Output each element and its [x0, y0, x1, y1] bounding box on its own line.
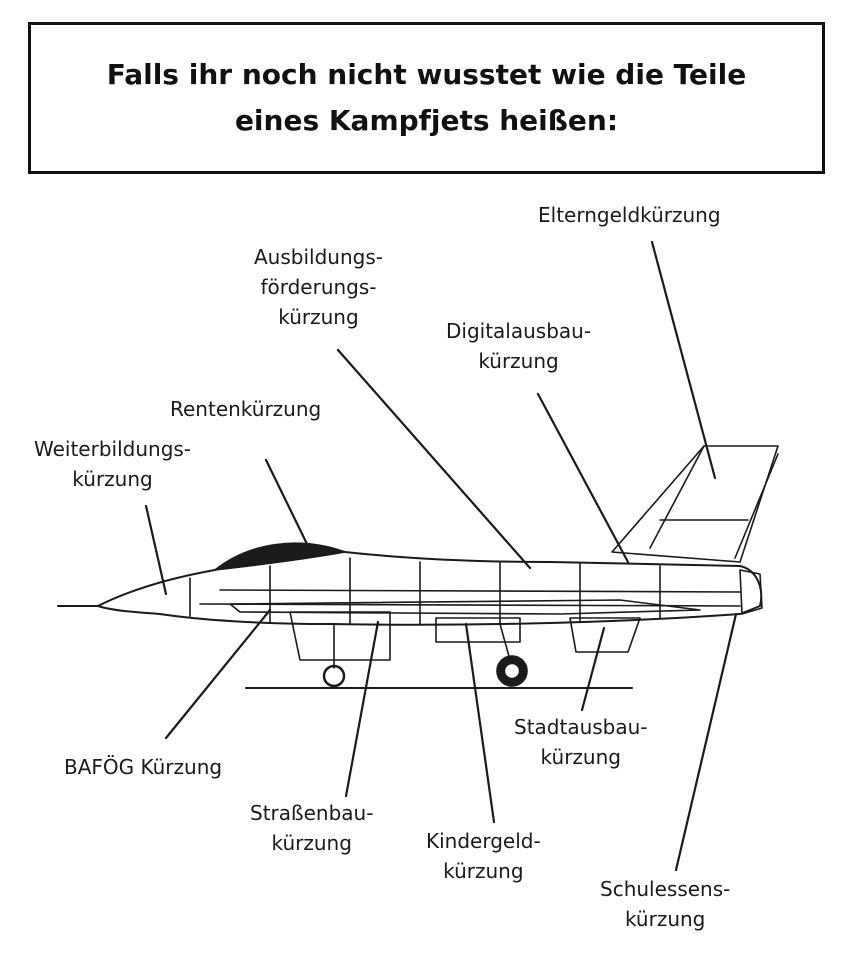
leader-lines — [144, 240, 738, 872]
main-wheel-hub — [505, 664, 519, 678]
wing — [229, 599, 701, 615]
label-kindergeld: Kindergeld- kürzung — [426, 826, 541, 886]
panel-line-9 — [199, 603, 741, 607]
leader-bafoeg — [164, 608, 272, 740]
label-line: kürzung — [443, 859, 524, 883]
label-line: kürzung — [540, 745, 621, 769]
label-line: Ausbildungs- — [254, 245, 383, 269]
label-line: kürzung — [478, 349, 559, 373]
tail-fin — [611, 445, 779, 563]
fighter-jet-drawing — [57, 445, 779, 689]
leader-digitalausbau — [536, 392, 630, 564]
leader-stadtausbau — [580, 626, 606, 712]
label-ausbildung: Ausbildungs- förderungs- kürzung — [254, 242, 383, 332]
leader-strassenbau — [344, 620, 380, 798]
engine-nozzle — [739, 569, 763, 615]
leader-rente — [264, 458, 310, 548]
title-line-2: eines Kampfjets heißen: — [234, 104, 619, 137]
label-line: kürzung — [624, 907, 706, 931]
title-line-1: Falls ihr noch nicht wusstet wie die Tei… — [106, 58, 747, 91]
label-strassenbau: Straßenbau- kürzung — [250, 798, 373, 858]
leader-ausbildung — [336, 348, 532, 570]
label-elterngeld: Elterngeldkürzung — [538, 200, 721, 230]
main-gear-strut — [499, 623, 511, 661]
leader-weiterbildung — [144, 504, 168, 596]
label-rente: Rentenkürzung — [170, 394, 321, 424]
label-weiterbildung: Weiterbildungs- kürzung — [34, 434, 191, 494]
canopy — [214, 542, 346, 571]
leader-elterngeld — [650, 240, 717, 480]
panel-line-8 — [219, 589, 741, 593]
label-line: kürzung — [278, 305, 359, 329]
label-line: Stadtausbau- — [514, 715, 648, 739]
title-box: Falls ihr noch nicht wusstet wie die Tei… — [28, 22, 825, 174]
tail-fin-line-1 — [649, 445, 705, 549]
label-line: kürzung — [271, 831, 352, 855]
tail-fin-line-2 — [734, 453, 779, 559]
label-line: förderungs- — [260, 275, 377, 299]
ventral-fin — [569, 617, 641, 653]
label-line: Straßenbau- — [250, 801, 374, 825]
leader-schulessen — [674, 612, 738, 872]
leader-kindergeld — [464, 622, 496, 824]
label-bafoeg: BAFÖG Kürzung — [64, 752, 222, 782]
label-line: Weiterbildungs- — [34, 437, 192, 461]
nose-wheel — [322, 664, 346, 688]
label-digitalausbau: Digitalausbau- kürzung — [446, 316, 591, 376]
label-schulessen: Schulessens- kürzung — [600, 874, 730, 934]
label-line: Digitalausbau- — [446, 319, 592, 343]
label-line: Schulessens- — [600, 877, 731, 901]
label-line: BAFÖG Kürzung — [64, 755, 223, 779]
label-stadtausbau: Stadtausbau- kürzung — [514, 712, 648, 772]
air-intake — [289, 611, 391, 661]
label-line: Elterngeldkürzung — [538, 203, 721, 227]
label-line: Rentenkürzung — [170, 397, 322, 421]
label-line: Kindergeld- — [426, 829, 541, 853]
label-line: kürzung — [72, 467, 153, 491]
ventral-tank — [435, 617, 521, 643]
page-title: Falls ihr noch nicht wusstet wie die Tei… — [107, 52, 747, 144]
